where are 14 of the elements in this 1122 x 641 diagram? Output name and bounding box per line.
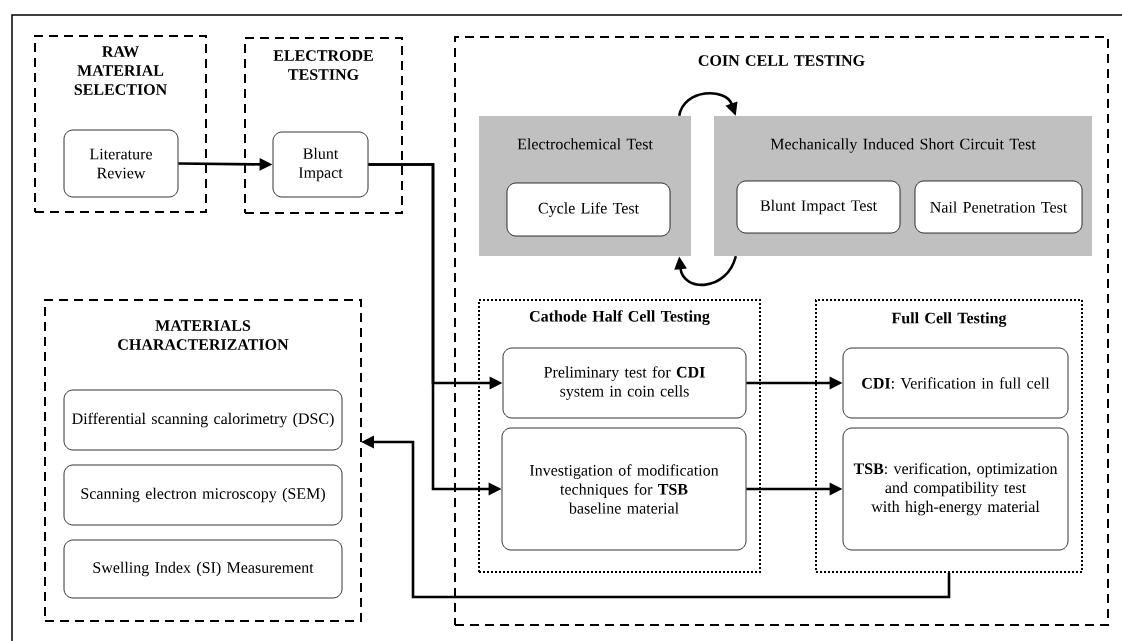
process-box: CDI: Verification in full cell	[842, 347, 1069, 419]
process-box: Scanning electron microscopy (SEM)	[63, 464, 343, 526]
arrow	[677, 92, 738, 117]
process-box: Blunt Impact Test	[736, 180, 901, 234]
arrow	[674, 255, 738, 286]
process-box: Differential scanning calorimetry (DSC)	[63, 389, 343, 451]
process-box: Swelling Index (SI) Measurement	[63, 539, 343, 599]
process-box: Preliminary test for CDI system in coin cells	[502, 347, 747, 419]
process-box: Blunt Impact	[272, 131, 369, 198]
process-box: Cycle Life Test	[506, 182, 671, 237]
process-box: Literature Review	[63, 129, 179, 198]
process-box: TSB: verification, optimization and compatibility test with high-energy material	[842, 427, 1069, 551]
process-box: Investigation of modification techniques for TSB baseline material	[501, 427, 747, 551]
process-box: Nail Penetration Test	[914, 180, 1083, 234]
